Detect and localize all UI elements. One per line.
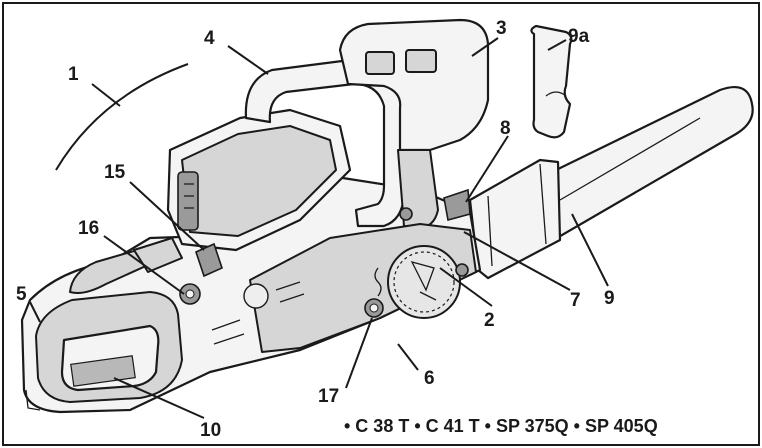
callout-6: 6 [424, 368, 435, 389]
leader-8 [465, 135, 509, 203]
leader-7 [463, 231, 571, 291]
tensioner-teeth [393, 251, 455, 313]
callout-16: 16 [78, 218, 99, 239]
bar-cover-strap [539, 163, 547, 245]
callout-17: 17 [318, 386, 339, 407]
oil-symbol [374, 267, 382, 297]
filler-cap-center [369, 303, 379, 313]
hand-guard [338, 18, 490, 152]
cover-vents [275, 281, 305, 303]
leader-10 [113, 377, 205, 419]
callout-10: 10 [200, 420, 221, 441]
stop-switch [195, 242, 223, 278]
callout-4: 4 [204, 28, 215, 49]
guide-bar-groove [559, 117, 701, 201]
leader-6 [397, 343, 419, 371]
leader-2 [439, 267, 493, 307]
leader-16 [103, 235, 185, 295]
type-plate [70, 355, 136, 387]
callout-15: 15 [104, 162, 126, 183]
leader-3 [471, 37, 499, 57]
callout-1: 1 [68, 64, 79, 85]
hand-guard-window-right [405, 49, 437, 73]
callout-5: 5 [16, 284, 27, 305]
cover-clip [177, 171, 199, 231]
callout-7: 7 [570, 290, 581, 311]
bar-nut [455, 263, 469, 277]
leader-9 [571, 213, 609, 287]
leader-1 [91, 83, 121, 107]
callout-2: 2 [484, 310, 495, 331]
leader-9a [547, 39, 567, 51]
choke-knob-center [185, 289, 195, 299]
tensioner-wheel [387, 245, 461, 319]
leader-4 [227, 45, 269, 75]
callout-8: 8 [500, 118, 511, 139]
starter-boss [243, 283, 269, 309]
tensioner-arrow [410, 260, 437, 301]
bar-cover-edge [487, 195, 493, 267]
chain-catcher [443, 188, 471, 222]
chain-guard-spare [530, 24, 573, 139]
engine-cover-top [181, 125, 337, 237]
leader-15 [129, 181, 205, 251]
callout-3: 3 [496, 18, 507, 39]
hand-guard-window-left [365, 51, 395, 75]
leader-5 [29, 301, 41, 323]
leader-17 [345, 317, 373, 389]
callout-9a: 9a [568, 26, 590, 47]
housing-foot [25, 389, 41, 411]
handle-sweep-arc [55, 63, 189, 171]
model-caption: • C 38 T • C 41 T • SP 375Q • SP 405Q [344, 416, 658, 436]
callout-9: 9 [604, 288, 615, 309]
chain-guard-notch [545, 91, 567, 97]
housing-ribs [211, 319, 245, 345]
brake-pivot [399, 207, 413, 221]
cover-clip-grip [184, 183, 194, 209]
